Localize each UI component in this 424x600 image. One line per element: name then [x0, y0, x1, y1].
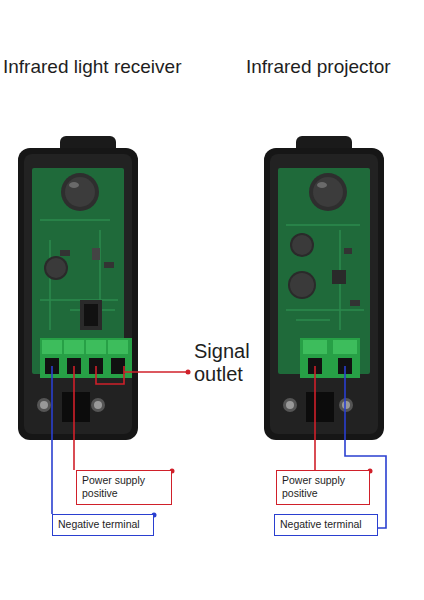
- power-positive-box: Power supply positive: [76, 470, 172, 505]
- power-positive-wires-part: [73, 366, 75, 470]
- projector-capacitors-part: [292, 235, 312, 255]
- receiver-housing-part: [18, 148, 138, 440]
- projector-lens-dome-part: [313, 177, 343, 207]
- receiver-housing-part: [24, 154, 132, 434]
- projector-pcb-part: [286, 225, 364, 330]
- receiver-mounting-screws: [37, 392, 105, 422]
- negative-terminal-box: Negative terminal: [52, 514, 154, 536]
- receiver-capacitor: [44, 256, 68, 280]
- receiver-pcb-part: [60, 250, 70, 256]
- projector-pcb-part: [344, 248, 352, 254]
- negative-terminal-box: Negative terminal: [274, 514, 378, 536]
- receiver-mounting-screws-part: [40, 401, 48, 409]
- receiver-mounting-screws-part: [91, 398, 105, 412]
- receiver-mounting-screws-part: [94, 401, 102, 409]
- projector-capacitors: [288, 233, 316, 299]
- receiver-lens-dome-part: [65, 177, 95, 207]
- receiver-terminal-block: [40, 338, 132, 378]
- receiver-lens-dome-part: [69, 182, 79, 188]
- receiver-lens-dome: [61, 173, 99, 211]
- device-title: Infrared projector: [246, 56, 422, 78]
- projector-mounting-screws-part: [286, 401, 294, 409]
- projector-terminal-block: [300, 338, 360, 378]
- signal-wires-part: [186, 370, 191, 375]
- receiver-pcb-part: [92, 248, 100, 260]
- receiver-mounting-screws-part: [37, 398, 51, 412]
- projector-mounting-screws-part: [283, 398, 297, 412]
- projector-capacitors-part: [290, 273, 314, 297]
- projector-pcb-part: [278, 168, 370, 374]
- power-positive-box: Power supply positive: [276, 470, 370, 505]
- power-positive-wires-part: [314, 366, 316, 470]
- projector-mounting-screws-part: [339, 398, 353, 412]
- receiver-terminal-block-part: [111, 358, 125, 374]
- box-text: Power supply positive: [82, 474, 166, 499]
- projector-capacitors-part: [290, 233, 314, 257]
- box-text: Negative terminal: [280, 518, 372, 531]
- projector-pcb-part: [332, 270, 346, 284]
- receiver-pcb-part: [84, 304, 98, 326]
- projector-housing: [264, 136, 384, 440]
- receiver-mounting-screws-part: [62, 392, 90, 422]
- box-text: Negative terminal: [58, 518, 148, 531]
- receiver-pcb-part: [40, 220, 118, 330]
- receiver-terminal-block-part: [40, 338, 132, 378]
- receiver-housing: [18, 136, 138, 440]
- negative-wires: [52, 366, 386, 528]
- receiver-terminal-block-part: [108, 340, 128, 354]
- receiver-capacitor-part: [46, 258, 66, 278]
- receiver-terminal-block-part: [86, 340, 106, 354]
- projector-terminal-block-part: [300, 338, 360, 378]
- signal-label: Signal outlet: [194, 340, 278, 386]
- signal-wires: [96, 366, 191, 384]
- projector-terminal-block-part: [333, 340, 357, 354]
- projector-lens-dome: [309, 173, 347, 211]
- receiver-pcb-part: [80, 300, 102, 330]
- projector-housing-part: [264, 148, 384, 440]
- projector-mounting-screws-part: [306, 392, 334, 422]
- receiver-capacitor-part: [44, 256, 68, 280]
- projector-lens-dome-part: [317, 182, 327, 188]
- projector-mounting-screws-part: [342, 401, 350, 409]
- projector-mounting-screws: [283, 392, 353, 422]
- receiver-lens-dome-part: [61, 173, 99, 211]
- projector-lens-dome-part: [309, 173, 347, 211]
- signal-wires-part: [96, 366, 124, 384]
- projector-pcb: [278, 168, 370, 374]
- projector-pcb-part: [350, 300, 360, 306]
- projector-housing-part: [270, 154, 378, 434]
- box-text: Power supply positive: [282, 474, 364, 499]
- receiver-pcb-part: [104, 262, 114, 268]
- negative-wires-part: [51, 366, 53, 514]
- receiver-terminal-block-part: [42, 340, 62, 354]
- receiver-terminal-block-part: [64, 340, 84, 354]
- projector-capacitors-part: [288, 271, 316, 299]
- device-title: Infrared light receiver: [3, 56, 218, 78]
- projector-terminal-block-part: [303, 340, 327, 354]
- signal-wires-part: [124, 371, 186, 373]
